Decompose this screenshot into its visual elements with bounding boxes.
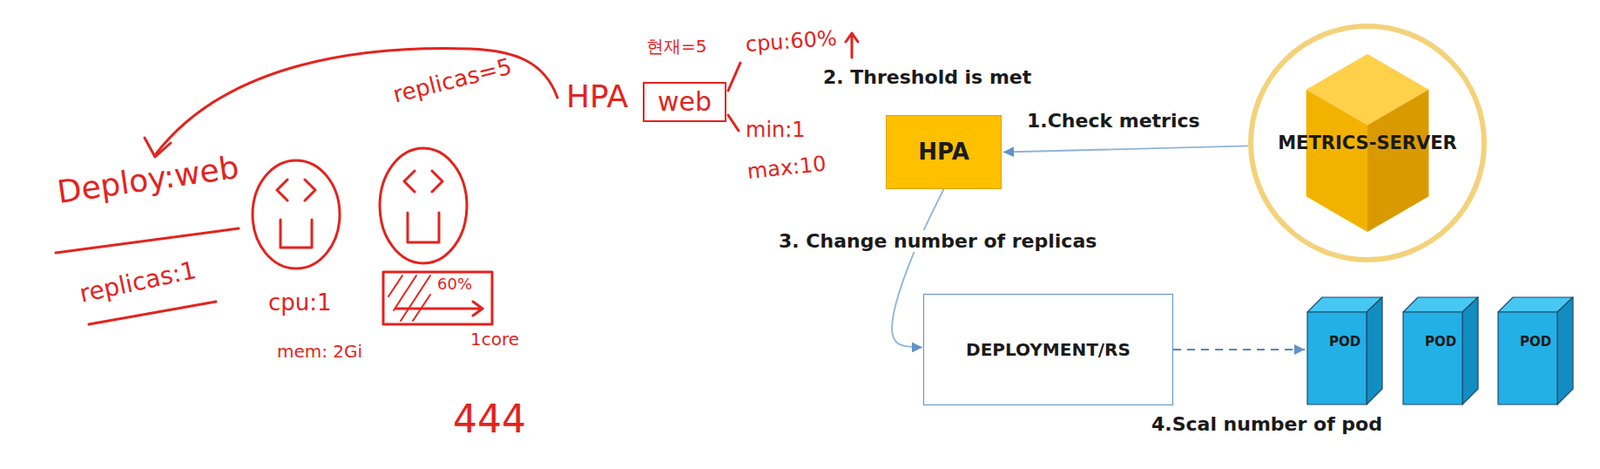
cube-face [1306,89,1368,232]
cube-face [1367,89,1429,232]
hand-note: mem: 2Gi [276,341,363,362]
cube-face [1403,311,1463,405]
cube-face [1462,297,1479,405]
node-text: POD [1424,334,1457,350]
hand-note: 1core [470,329,520,350]
node-text: DEPLOYMENT/RS [965,339,1131,360]
connector [1173,348,1305,351]
hand-drawn-box: web [642,81,727,122]
hand-note: 444 [452,397,527,442]
cube-face [1557,297,1573,405]
hand-note: replicas=5 [390,54,514,109]
hand-note: max:10 [746,152,828,185]
node-text: HPA [918,139,970,166]
cube-face [1307,311,1367,405]
cube-outline [1497,296,1574,406]
node-text: POD [1519,334,1552,350]
cpu-bar-arrow [396,301,483,316]
pod-sketch-icon [276,179,316,248]
edge-label: 1.Check metrics [1023,109,1204,132]
hand-note: 현재=5 [646,36,707,57]
cube-outline [1402,296,1479,406]
pod-sketch [379,148,467,264]
cpu-bar-sketch [383,271,493,325]
process-box: DEPLOYMENT/RS [923,293,1174,406]
pod-sketch [252,160,340,269]
hand-note: replicas:1 [77,256,200,309]
hand-up-arrow [845,33,858,58]
cpu-bar-hatch [388,275,431,321]
cube [1498,297,1573,405]
node-text: web [657,87,712,118]
pod-sketch-icon [404,170,443,243]
hand-note: min:1 [745,118,806,143]
node-text: POD [1329,334,1361,350]
pod-cube: POD [1497,296,1574,406]
hand-note: cpu:60% [744,27,838,58]
cube-outline [1306,296,1384,406]
hand-note: cpu:1 [268,290,332,317]
hand-note: HPA [566,78,628,115]
process-box: HPA [885,114,1002,190]
hand-note: Deploy:web [54,148,242,210]
pod-cube: POD [1306,296,1384,406]
edge-label: 3. Change number of replicas [775,229,1101,252]
cube [1403,297,1479,405]
hand-arrow [155,47,558,156]
hand-bracket [728,62,741,131]
node-text: METRICS-SERVER [1277,132,1458,154]
step-label: 4.Scal number of pod [1151,412,1383,435]
hand-underline [88,301,217,325]
hand-note: 60% [437,275,473,294]
hand-underline [55,228,239,253]
cube [1307,297,1383,405]
cube-face [1498,311,1558,405]
step-label: 2. Threshold is met [823,66,1032,88]
server-ring [1250,26,1485,260]
pod-cube: POD [1402,296,1479,406]
metrics-server-circle: METRICS-SERVER [1247,22,1488,264]
connector [1003,145,1249,152]
cube-face [1366,297,1383,405]
hand-arrowhead [144,137,171,157]
